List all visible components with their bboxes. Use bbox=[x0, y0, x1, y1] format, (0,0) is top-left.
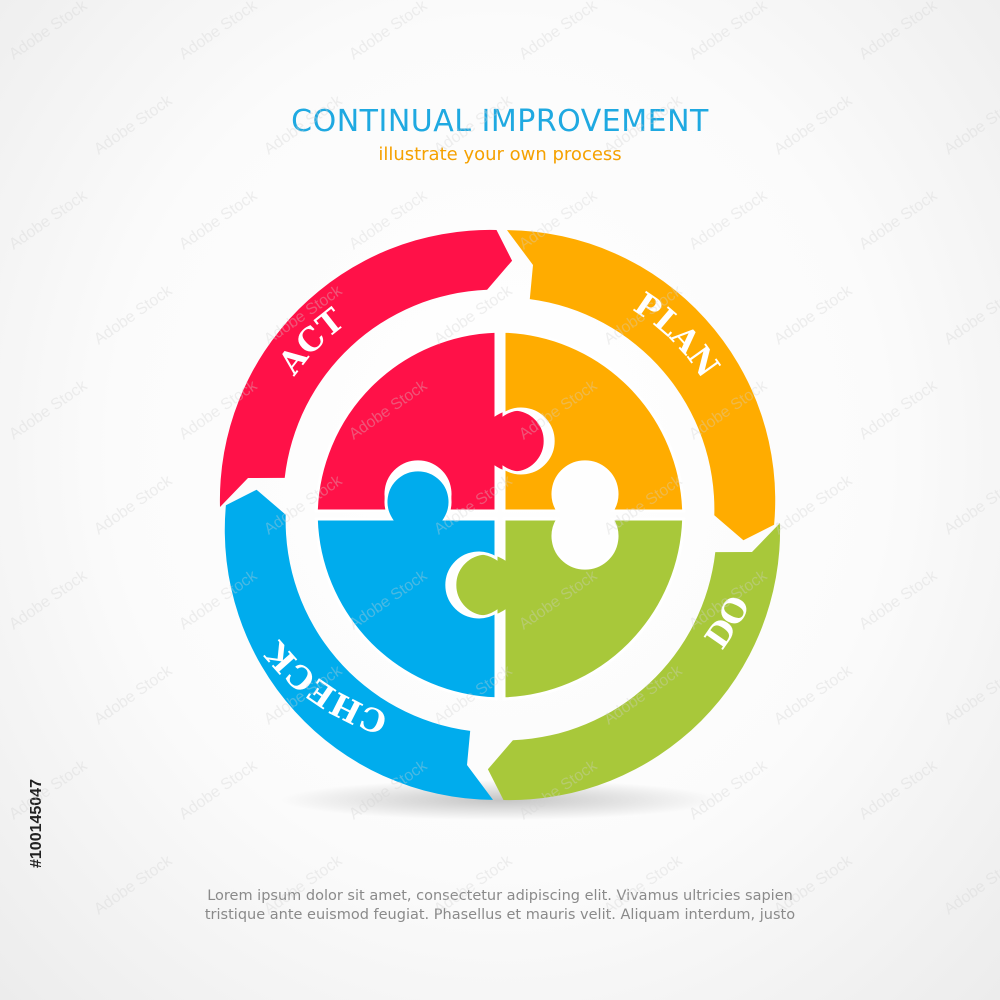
puzzle-piece-check bbox=[314, 468, 498, 701]
act-arrow bbox=[219, 229, 513, 507]
diagram-subtitle: illustrate your own process bbox=[378, 144, 622, 165]
diagram-title: CONTINUAL IMPROVEMENT bbox=[291, 104, 709, 139]
diagram-shadow bbox=[280, 780, 720, 820]
footer-text: Lorem ipsum dolor sit amet, consectetur … bbox=[0, 887, 1000, 925]
stock-id: #100145047 bbox=[28, 779, 45, 868]
puzzle-piece-act bbox=[314, 329, 547, 513]
footer-line-2: tristique ante euismod feugiat. Phasellu… bbox=[204, 907, 796, 923]
do-arrow bbox=[487, 523, 781, 801]
footer-line-1: Lorem ipsum dolor sit amet, consectetur … bbox=[207, 888, 793, 904]
puzzle-piece-plan bbox=[502, 329, 686, 513]
plan-arrow bbox=[507, 230, 776, 541]
puzzle-piece-do bbox=[453, 517, 686, 701]
check-arrow bbox=[224, 489, 493, 800]
